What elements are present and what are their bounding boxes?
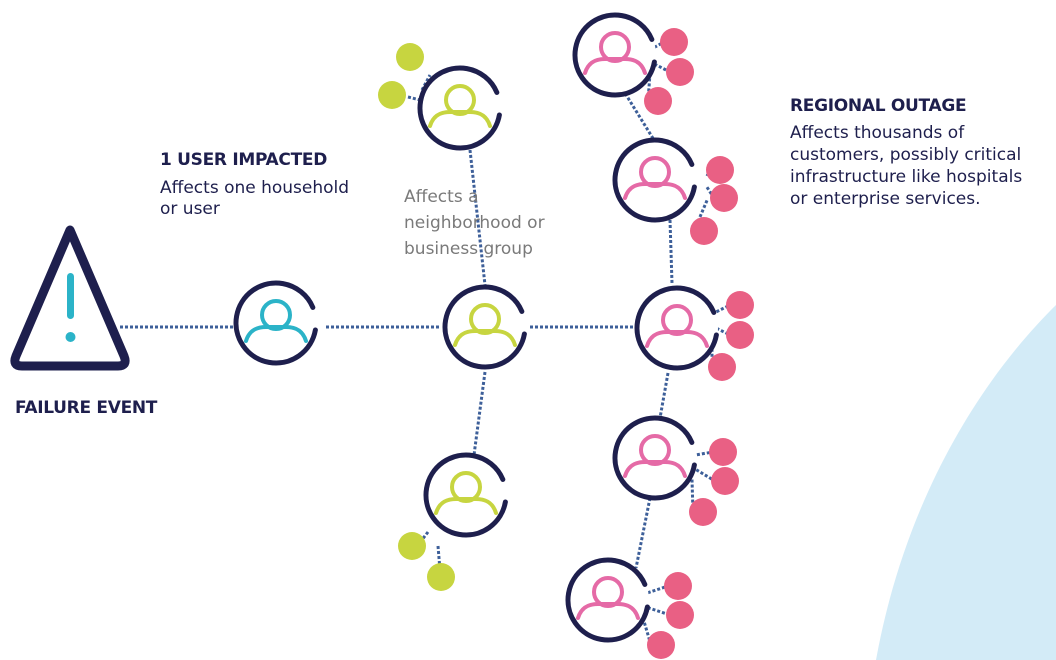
spur bbox=[642, 584, 669, 596]
user-icon bbox=[434, 471, 498, 515]
user-icon bbox=[244, 299, 308, 343]
user-icon bbox=[623, 156, 687, 200]
impact-dot bbox=[647, 631, 675, 659]
user-icon bbox=[583, 31, 647, 75]
impact-dot bbox=[666, 601, 694, 629]
user-nodes bbox=[233, 12, 720, 643]
impact-dot bbox=[664, 572, 692, 600]
connector-neighborhood-down bbox=[472, 371, 487, 456]
neighborhood-description-line1: Affects a bbox=[404, 187, 479, 207]
regional-description-line1: Affects thousands of bbox=[790, 123, 965, 143]
user-node-regional-2 bbox=[612, 137, 698, 223]
user-node-regional-3 bbox=[634, 285, 720, 371]
node-ring bbox=[417, 65, 503, 151]
single-user-description-line2: or user bbox=[160, 199, 220, 219]
spur bbox=[407, 95, 421, 102]
warning-triangle-icon bbox=[10, 225, 130, 371]
user-icon bbox=[428, 84, 492, 128]
impact-dot bbox=[726, 291, 754, 319]
impact-dot bbox=[689, 498, 717, 526]
impact-dot bbox=[644, 87, 672, 115]
spur bbox=[416, 531, 430, 546]
node-ring bbox=[233, 280, 319, 366]
single-user-heading: 1 USER IMPACTED bbox=[160, 150, 328, 170]
user-icon bbox=[453, 303, 517, 347]
user-icon bbox=[645, 304, 709, 348]
user-icon bbox=[623, 434, 687, 478]
regional-outage-heading: REGIONAL OUTAGE bbox=[790, 96, 967, 116]
neighborhood-description-line2: neighborhood or bbox=[404, 213, 545, 233]
user-node-regional-5 bbox=[565, 557, 651, 643]
connector-neighborhood-up bbox=[468, 149, 487, 286]
user-node-neighborhood-top bbox=[417, 65, 503, 151]
impact-dot bbox=[726, 321, 754, 349]
impact-dot bbox=[427, 563, 455, 591]
spur bbox=[649, 60, 671, 74]
connector-regional-4 bbox=[634, 497, 652, 569]
neighborhood-description-line3: business group bbox=[404, 239, 533, 259]
impact-dot bbox=[711, 467, 739, 495]
impact-dot bbox=[396, 43, 424, 71]
user-node-regional-1 bbox=[572, 12, 658, 98]
node-ring bbox=[423, 452, 509, 538]
impact-dot bbox=[666, 58, 694, 86]
impact-dot bbox=[398, 532, 426, 560]
regional-description-line3: infrastructure like hospitals bbox=[790, 167, 1023, 187]
connector-regional-3 bbox=[658, 372, 670, 419]
impact-dot bbox=[660, 28, 688, 56]
single-user-description-line1: Affects one household bbox=[160, 178, 350, 198]
impact-dot bbox=[706, 156, 734, 184]
spur bbox=[691, 465, 716, 483]
node-ring bbox=[442, 284, 528, 370]
node-ring bbox=[572, 12, 658, 98]
background-shape bbox=[876, 305, 1056, 660]
node-ring bbox=[612, 415, 698, 501]
user-node-neighborhood-bottom bbox=[423, 452, 509, 538]
regional-description-line2: customers, possibly critical bbox=[790, 145, 1022, 165]
user-node-regional-4 bbox=[612, 415, 698, 501]
impact-dot bbox=[708, 353, 736, 381]
impact-dot bbox=[710, 184, 738, 212]
regional-description-line4: or enterprise services. bbox=[790, 189, 981, 209]
node-ring bbox=[634, 285, 720, 371]
impact-dot bbox=[378, 81, 406, 109]
user-node-single bbox=[233, 280, 319, 366]
node-ring bbox=[565, 557, 651, 643]
user-node-neighborhood bbox=[442, 284, 528, 370]
impact-dot bbox=[709, 438, 737, 466]
connector-regional-2 bbox=[668, 219, 674, 284]
user-icon bbox=[576, 576, 640, 620]
failure-event-heading: FAILURE EVENT bbox=[15, 398, 158, 418]
impact-dots bbox=[378, 28, 754, 659]
impact-dot bbox=[690, 217, 718, 245]
node-ring bbox=[612, 137, 698, 223]
